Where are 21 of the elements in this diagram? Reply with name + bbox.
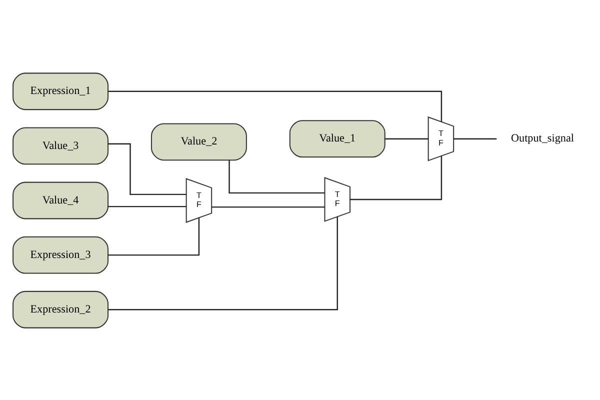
- connector: [108, 217, 200, 256]
- node-box: Expression_1: [12, 72, 108, 110]
- connector: [453, 138, 496, 139]
- node-text: Output_signal: [510, 132, 574, 144]
- connector: [228, 160, 324, 194]
- connector: [108, 205, 186, 207]
- connector: [350, 156, 442, 200]
- connector: [108, 142, 186, 195]
- node-box: T F: [427, 116, 454, 161]
- node-box: Value_2: [150, 122, 246, 160]
- node-box: T F: [185, 178, 212, 222]
- node-box: Expression_3: [12, 236, 108, 274]
- node-box: Value_3: [12, 126, 108, 164]
- node-box: Value_4: [12, 181, 108, 219]
- connector: [108, 216, 338, 310]
- node-box: T F: [324, 176, 350, 222]
- node-box: Value_1: [288, 120, 385, 158]
- connector: [211, 206, 324, 208]
- connector: [384, 138, 428, 139]
- node-box: Expression_2: [12, 290, 108, 328]
- connector: [108, 90, 442, 122]
